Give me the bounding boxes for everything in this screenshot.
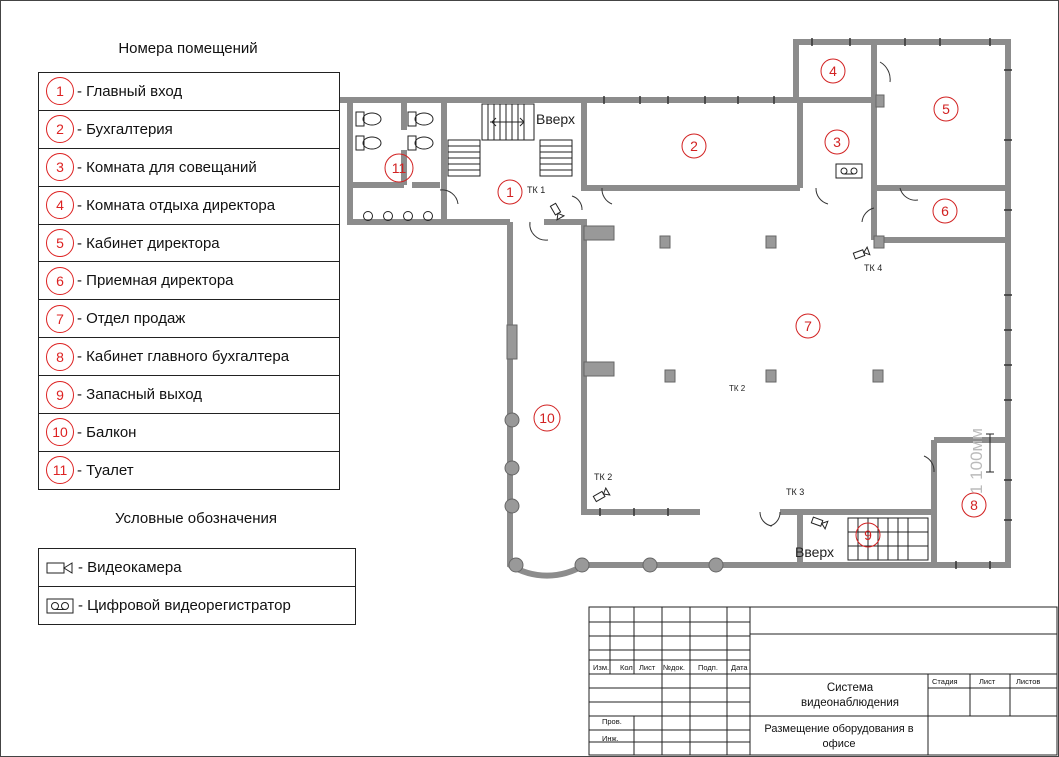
tb-col-podp: Подп.: [698, 663, 718, 672]
stairs-arrow: [491, 117, 525, 127]
tb-list: Лист: [979, 677, 996, 686]
room-number-11: 11: [392, 160, 407, 176]
camera-label-tk2: ТК 2: [594, 472, 612, 482]
legend-room-number: 9: [46, 380, 74, 409]
symbol-row-camera: - Видеокамера: [39, 549, 355, 587]
recorder-label: - Цифровой видеорегистратор: [78, 597, 291, 614]
camera-icon-tk4: [852, 246, 871, 260]
room-number-labels: 1 2 3 4 5 6 7 8 9 10 11: [392, 63, 978, 543]
title-block: [588, 606, 1058, 756]
symbols-table: - Видеокамера - Цифровой видеорегистрато…: [38, 548, 356, 625]
legend-room-number: 6: [46, 266, 74, 295]
room-number-2: 2: [690, 138, 698, 154]
tb-col-kol: Кол: [620, 663, 633, 672]
legend-room-number: 1: [46, 77, 74, 106]
camera-label: - Видеокамера: [78, 559, 182, 576]
dimension-label: 1 100мм: [967, 428, 986, 494]
legend-row-6: 6- Приемная директора: [39, 262, 339, 301]
legend-title: Номера помещений: [118, 40, 258, 57]
legend-row-4: 4- Комната отдыха директора: [39, 187, 339, 225]
tb-col-izm: Изм.: [593, 663, 610, 672]
legend-row-9: 9- Запасный выход: [39, 376, 339, 415]
legend-row-1: 1- Главный вход: [39, 73, 339, 111]
legend-row-8: 8- Кабинет главного бухгалтера: [39, 338, 339, 377]
legend-room-number: 11: [46, 456, 74, 485]
tb-col-ndok: №док.: [663, 663, 685, 672]
legend-row-3: 3- Комната для совещаний: [39, 149, 339, 187]
camera-icons-plan: [549, 202, 871, 530]
legend-room-number: 4: [46, 191, 74, 220]
doors: [439, 61, 935, 527]
legend-room-label: - Приемная директора: [77, 272, 234, 290]
legend-row-7: 7- Отдел продаж: [39, 300, 339, 339]
legend-row-5: 5- Кабинет директора: [39, 225, 339, 263]
legend-room-label: - Кабинет главного бухгалтера: [77, 348, 290, 366]
room-number-7: 7: [804, 318, 812, 334]
camera-icon-tk2: [592, 486, 611, 503]
symbol-row-recorder: - Цифровой видеорегистратор: [39, 587, 355, 624]
legend-room-label: - Комната для совещаний: [77, 158, 257, 176]
video-recorder-plan-icon: [835, 163, 863, 179]
room-number-4: 4: [829, 63, 837, 79]
legend-row-2: 2- Бухгалтерия: [39, 111, 339, 149]
camera-icon-tk3: [810, 516, 829, 530]
camera-label-tk4: ТК 4: [864, 263, 882, 273]
room-circles: [384, 58, 987, 548]
room-number-6: 6: [941, 203, 949, 219]
legend-row-10: 10- Балкон: [39, 414, 339, 452]
walls: [340, 39, 1011, 579]
legend-room-number: 10: [46, 418, 74, 447]
tb-stadia: Стадия: [932, 677, 958, 686]
legend-room-label: - Комната отдыха директора: [77, 196, 276, 214]
stairs-up-label-2: Вверх: [795, 544, 834, 560]
legend-room-number: 3: [46, 153, 74, 182]
tb-inzh: Инж.: [602, 734, 619, 743]
tb-col-list: Лист: [639, 663, 656, 672]
legend-room-label: - Запасный выход: [77, 386, 202, 404]
stairs-main: [447, 103, 573, 177]
dimension-marker: [986, 433, 994, 473]
legend-room-label: - Главный вход: [77, 82, 183, 100]
legend-row-11: 11- Туалет: [39, 452, 339, 489]
camera-label-tk2-center: ТК 2: [729, 384, 746, 393]
tb-listov: Листов: [1016, 677, 1041, 686]
legend-room-number: 5: [46, 229, 74, 257]
tb-drawing-name: Размещение оборудования в офисе: [764, 723, 914, 750]
legend-room-number: 2: [46, 115, 74, 144]
plan-labels: Вверх Вверх ТК 1 ТК 2 ТК 2 ТК 3 ТК 4 1 1…: [527, 111, 986, 560]
room-number-3: 3: [833, 134, 841, 150]
legend-room-label: - Балкон: [77, 423, 137, 441]
legend-room-label: - Бухгалтерия: [77, 120, 173, 138]
camera-label-tk1: ТК 1: [527, 185, 545, 195]
room-number-10: 10: [539, 410, 555, 426]
window-ticks: [599, 38, 1012, 569]
room-number-5: 5: [942, 101, 950, 117]
tb-col-data: Дата: [731, 663, 748, 672]
columns: [504, 94, 885, 573]
video-recorder-icon: [46, 598, 74, 614]
symbols-title: Условные обозначения: [114, 510, 278, 527]
room-number-1: 1: [506, 184, 514, 200]
camera-icon-tk1: [549, 202, 566, 221]
tb-system-name: Система видеонаблюдения: [800, 682, 900, 709]
stairs-exit: [847, 517, 929, 561]
camera-icon: [46, 561, 74, 575]
legend-room-label: - Туалет: [77, 461, 134, 479]
legend-room-number: 7: [46, 304, 74, 333]
tb-prov: Пров.: [602, 717, 622, 726]
toilet-fixtures: [355, 111, 434, 221]
camera-label-tk3: ТК 3: [786, 487, 804, 497]
room-number-8: 8: [970, 497, 978, 513]
legend-room-label: - Отдел продаж: [77, 310, 186, 328]
stairs-up-label-1: Вверх: [536, 111, 575, 127]
room-number-9: 9: [864, 527, 872, 543]
legend-room-label: - Кабинет директора: [77, 234, 220, 252]
legend-room-number: 8: [46, 342, 74, 371]
